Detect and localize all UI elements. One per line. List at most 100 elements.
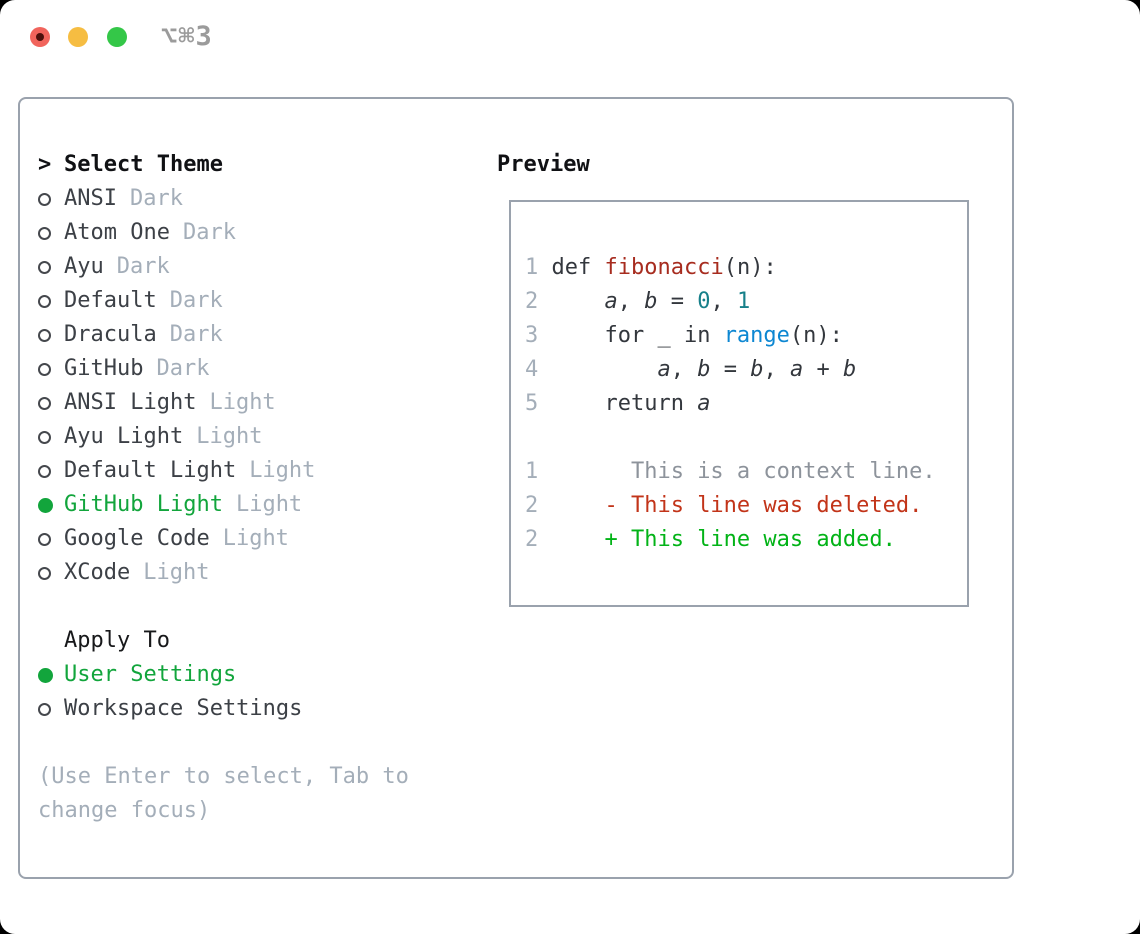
theme-name: Dracula bbox=[64, 322, 157, 347]
minimize-button[interactable] bbox=[68, 27, 88, 47]
code-token: range bbox=[723, 323, 790, 348]
code-token: a bbox=[789, 357, 804, 382]
apply-to-label: Apply To bbox=[64, 628, 170, 653]
radio-icon bbox=[38, 464, 64, 478]
apply-option-label: Workspace Settings bbox=[64, 696, 303, 721]
code-line bbox=[525, 421, 967, 455]
code-token: , bbox=[710, 289, 737, 314]
radio-icon bbox=[38, 328, 51, 342]
code-token: - This line was deleted. bbox=[538, 493, 923, 518]
close-button[interactable] bbox=[30, 27, 50, 47]
code-token: (n): bbox=[789, 323, 843, 348]
radio-icon bbox=[38, 396, 64, 410]
code-token: b bbox=[842, 357, 857, 382]
radio-icon bbox=[38, 362, 64, 376]
code-token: b bbox=[697, 357, 711, 382]
code-token: a bbox=[657, 357, 671, 382]
code-token: = bbox=[657, 289, 698, 314]
radio-selected-icon bbox=[38, 667, 64, 683]
code-token: a bbox=[697, 391, 711, 416]
radio-icon bbox=[38, 260, 51, 274]
code-token: def bbox=[538, 255, 605, 280]
radio-icon bbox=[38, 294, 64, 308]
window-title: ⌥⌘3 bbox=[161, 21, 213, 52]
theme-name: ANSI bbox=[64, 186, 117, 211]
theme-variant: Dark bbox=[169, 322, 223, 347]
code-token: b bbox=[644, 289, 658, 314]
theme-option[interactable]: GitHub Dark bbox=[38, 352, 472, 386]
theme-name: Ayu bbox=[64, 254, 104, 279]
hint-text: (Use Enter to select, Tab to change focu… bbox=[38, 764, 409, 823]
code-line: 2 - This line was deleted. bbox=[525, 489, 967, 523]
radio-icon bbox=[38, 532, 51, 546]
code-token: 1 bbox=[736, 289, 751, 314]
theme-variant: Light bbox=[235, 492, 303, 517]
radio-icon bbox=[38, 702, 64, 716]
radio-icon bbox=[38, 260, 64, 274]
line-number: 2 bbox=[525, 527, 539, 552]
theme-name: Default Light bbox=[64, 458, 237, 483]
code-line: 2 a, b = 0, 1 bbox=[525, 285, 967, 319]
theme-name: Google Code bbox=[64, 526, 210, 551]
line-number: 3 bbox=[525, 323, 539, 348]
code-token: for _ in bbox=[538, 323, 724, 348]
code-token: + This line was added. bbox=[538, 527, 896, 552]
theme-variant: Dark bbox=[169, 288, 223, 313]
select-theme-header: > Select Theme bbox=[38, 148, 472, 182]
unsaved-dot-icon bbox=[36, 33, 44, 41]
code-token bbox=[538, 289, 604, 314]
prompt-caret-icon: > bbox=[38, 152, 52, 177]
code-line: 1 This is a context line. bbox=[525, 455, 967, 489]
select-theme-label: Select Theme bbox=[64, 152, 223, 177]
apply-option[interactable]: User Settings bbox=[38, 658, 472, 692]
radio-icon bbox=[38, 192, 51, 206]
theme-option[interactable]: XCode Light bbox=[38, 556, 472, 590]
radio-icon bbox=[38, 566, 51, 580]
theme-variant: Light bbox=[209, 390, 276, 415]
theme-variant: Dark bbox=[156, 356, 210, 381]
radio-icon bbox=[38, 362, 51, 376]
code-token bbox=[538, 357, 657, 382]
radio-icon bbox=[38, 226, 51, 240]
radio-icon bbox=[38, 566, 64, 580]
theme-name: GitHub bbox=[64, 356, 144, 381]
code-token: b bbox=[750, 357, 764, 382]
apply-to-header: Apply To bbox=[38, 624, 472, 658]
line-number: 2 bbox=[525, 493, 539, 518]
theme-name: XCode bbox=[64, 560, 131, 585]
code-token: , bbox=[763, 357, 790, 382]
code-token: , bbox=[617, 289, 645, 314]
theme-variant: Light bbox=[249, 458, 316, 483]
code-line: 2 + This line was added. bbox=[525, 523, 967, 557]
titlebar: ⌥⌘3 bbox=[0, 0, 1140, 74]
theme-variant: Light bbox=[143, 560, 210, 585]
code-token: a bbox=[604, 289, 618, 314]
zoom-button[interactable] bbox=[107, 27, 127, 47]
theme-option[interactable]: Default Light Light bbox=[38, 454, 472, 488]
apply-option[interactable]: Workspace Settings bbox=[38, 692, 472, 726]
theme-variant: Light bbox=[196, 424, 263, 449]
code-token: (n): bbox=[723, 255, 777, 280]
code-token: return bbox=[538, 391, 698, 416]
radio-selected-icon bbox=[38, 497, 64, 513]
code-token: + bbox=[803, 357, 843, 382]
theme-option[interactable]: Dracula Dark bbox=[38, 318, 472, 352]
code-line: 4 a, b = b, a + b bbox=[525, 353, 967, 387]
code-token: 0 bbox=[697, 289, 711, 314]
radio-icon bbox=[38, 328, 64, 342]
theme-variant: Dark bbox=[182, 220, 236, 245]
line-number: 1 bbox=[525, 255, 539, 280]
